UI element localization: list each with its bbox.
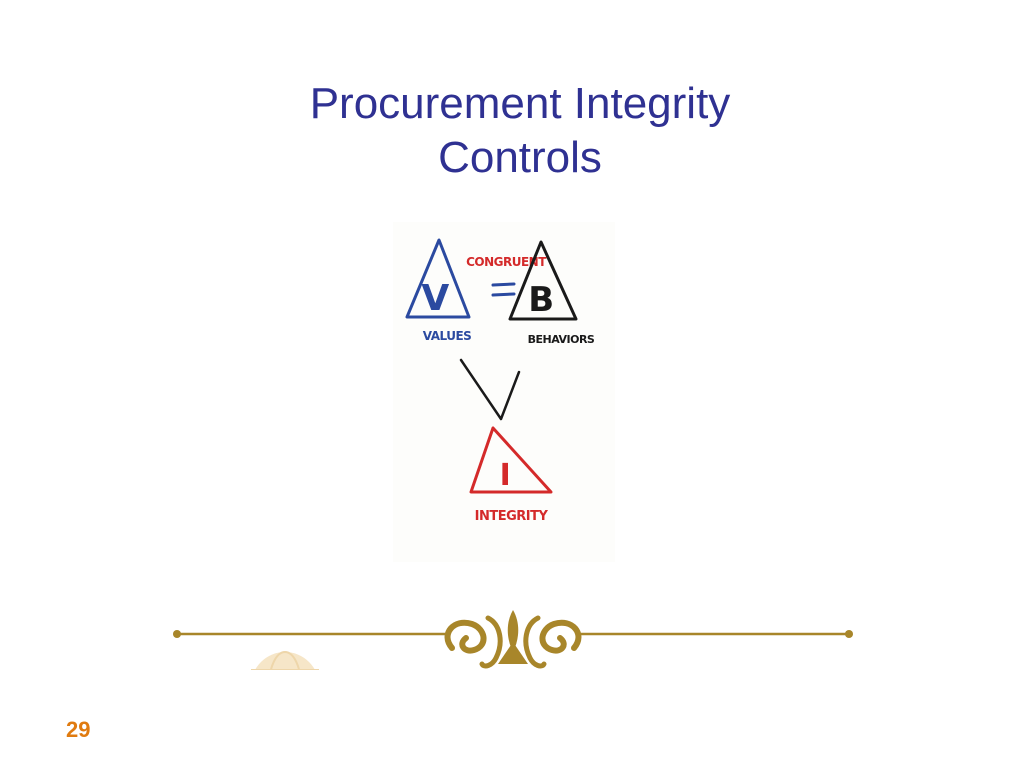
convergence-lines — [459, 358, 521, 421]
behaviors-label: BEHAVIORS — [528, 333, 595, 346]
slide-title: Procurement Integrity Controls — [200, 77, 840, 185]
behaviors-triangle: B BEHAVIORS — [508, 240, 595, 346]
page-number: 29 — [66, 717, 91, 742]
globe-watermark-icon — [240, 650, 330, 670]
ornamental-divider-icon — [170, 602, 860, 672]
integrity-triangle: I INTEGRITY — [469, 426, 553, 524]
values-label: VALUES — [423, 329, 472, 343]
integrity-label: INTEGRITY — [475, 509, 549, 524]
behaviors-letter: B — [528, 280, 553, 320]
slide-title-line-1: Procurement Integrity — [309, 79, 731, 128]
slide-title-line-2: Controls — [438, 133, 602, 182]
integrity-letter: I — [500, 458, 511, 493]
values-triangle: V VALUES — [405, 238, 472, 343]
congruent-label: CONGRUENT — [466, 255, 547, 269]
equals-sign — [491, 282, 516, 297]
integrity-diagram-image: V VALUES CONGRUENT B BEHAVIORS — [393, 222, 615, 562]
values-letter: V — [421, 278, 449, 319]
